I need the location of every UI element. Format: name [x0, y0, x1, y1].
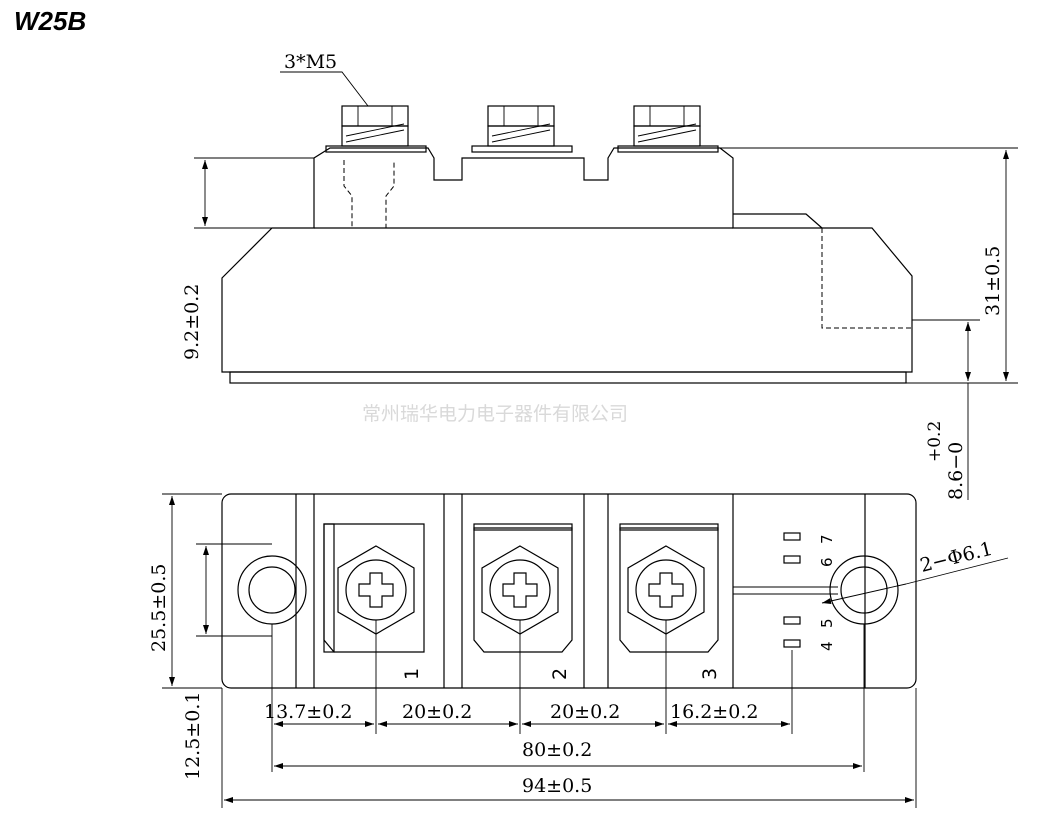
side-base-plate [229, 371, 907, 384]
dim-label-span-3: 20±0.2 [550, 701, 620, 723]
dim-label-width: 25.5±0.5 [148, 564, 170, 652]
drawing-title: W25B [14, 6, 87, 36]
aux-pin-7-label: 7 [818, 534, 836, 544]
dim-label-base-tol: +0.2 [925, 421, 945, 462]
dim-label-offset: 12.5±0.1 [182, 692, 204, 780]
aux-pin-6-label: 6 [818, 557, 836, 567]
mount-hole-right [829, 555, 899, 625]
side-hidden-mount [821, 228, 912, 329]
terminal-3-label: 3 [699, 668, 721, 680]
hole-leader-line [905, 557, 1009, 585]
dim-label-base: 8.6−0 [945, 442, 967, 500]
terminal-2 [473, 523, 573, 653]
side-screw-3 [617, 105, 719, 153]
side-screw-1 [325, 105, 427, 153]
side-right-step [733, 213, 823, 229]
terminal-2-label: 2 [549, 668, 571, 680]
aux-pin-5 [783, 616, 801, 625]
dim-label-right-height: 31±0.5 [982, 246, 1004, 316]
dim-label-left-height: 9.2±0.2 [181, 284, 203, 360]
screw-label: 3*M5 [284, 51, 337, 73]
terminal-1-label: 1 [401, 668, 423, 680]
dim-label-mount-pitch: 80±0.2 [522, 739, 592, 761]
terminal-1 [323, 523, 425, 653]
side-hidden-nut [343, 160, 395, 229]
aux-pin-5-label: 5 [818, 618, 836, 628]
side-screw-2 [471, 105, 573, 153]
top-body-outline [221, 493, 917, 689]
hole-leader-arrow [821, 583, 907, 604]
dim-label-span-2: 20±0.2 [402, 701, 472, 723]
dim-label-span-1: 13.7±0.2 [264, 701, 352, 723]
dim-label-overall: 94±0.5 [522, 775, 592, 797]
terminal-3 [619, 523, 719, 653]
aux-pin-4-label: 4 [818, 641, 836, 651]
aux-pin-7 [783, 532, 801, 541]
watermark-text: 常州瑞华电力电子器件有限公司 [362, 403, 628, 425]
aux-pin-6 [783, 555, 801, 564]
top-view: 1 2 3 7 6 5 4 2−Φ6.1 25.5±0.5 12.5±0.1 [148, 493, 1009, 808]
side-view: 3*M5 9.2±0.2 31±0.5 +0.2 8.6−0 [181, 51, 1018, 500]
screw-leader-line [280, 71, 369, 107]
side-body-outline [221, 147, 913, 373]
aux-pin-4 [783, 639, 801, 648]
dim-label-span-4: 16.2±0.2 [670, 701, 758, 723]
